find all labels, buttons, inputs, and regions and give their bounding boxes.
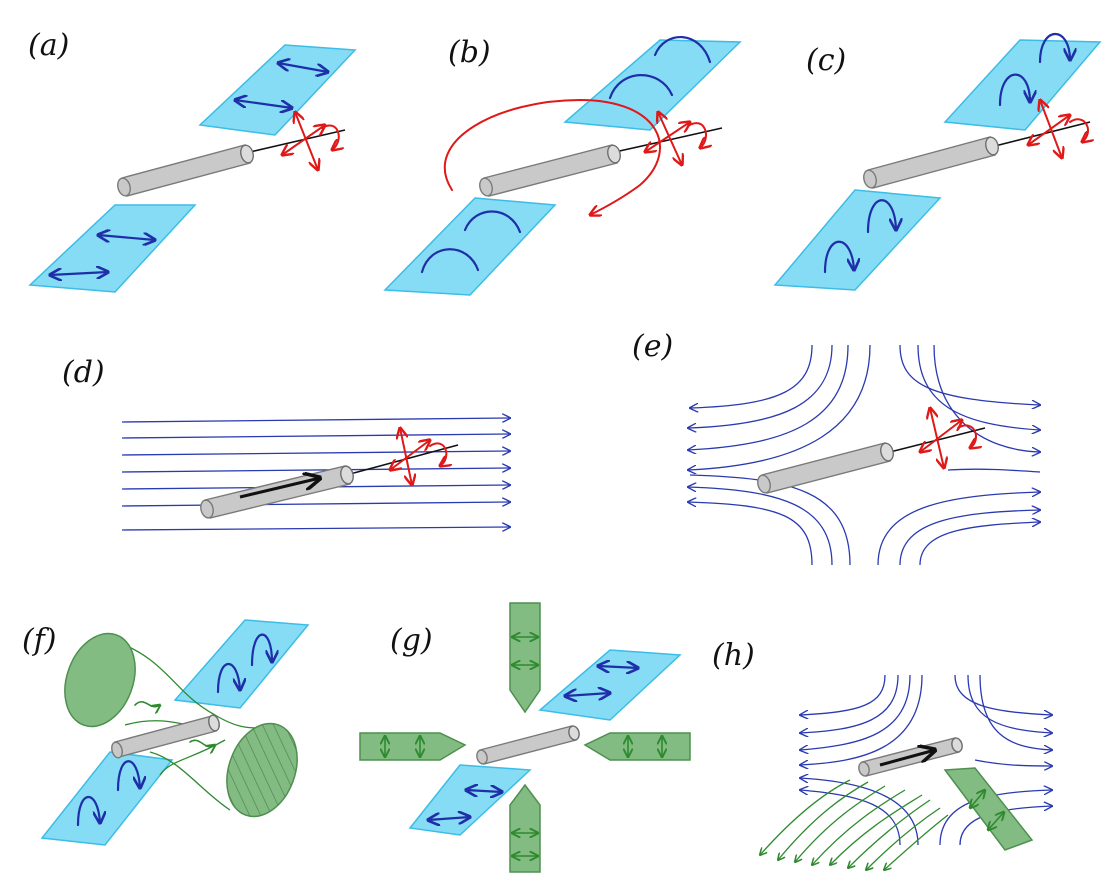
lower-sheet [28,204,197,293]
panel-label-b: (b) [448,35,491,70]
panel-label-g: (g) [390,623,433,658]
green-sheet-left [359,732,467,761]
arc-arrow-icon [420,248,480,274]
gray-cylinder-rod-icon [476,725,580,765]
green-double-arrow-icon [970,790,985,808]
panel-label-h: (h) [712,638,755,673]
panel-b [383,36,742,296]
double-arrow-icon [428,817,470,820]
double-arrow-icon [98,235,155,240]
black-direction-arrow [239,478,320,499]
panel-label-c: (c) [806,43,846,78]
strain-flow-lines [800,674,1052,846]
lower-sheet [773,189,942,291]
arc-arrow-icon [608,74,674,100]
panel-label-e: (e) [632,329,673,364]
arc-arrow-icon [653,36,712,64]
arc-arrow-icon [216,662,240,694]
arc-arrow-icon [76,795,100,827]
gray-cylinder-rod-icon [200,465,354,519]
green-double-arrow-icon [988,812,1004,830]
upper-sheet [538,649,682,721]
panel-e [688,344,1040,566]
upper-sheet [563,39,742,131]
double-arrow-icon [278,63,328,72]
panel-g [359,602,691,873]
green-disk-left [64,632,136,728]
upper-sheet [943,39,1102,131]
gray-cylinder-rod-icon [479,144,621,197]
panel-a [28,44,357,293]
double-arrow-icon [50,272,108,275]
green-sheet-right [583,732,691,761]
green-sheet [943,767,1034,851]
gray-cylinder-rod-icon [111,714,220,759]
panel-label-d: (d) [62,355,105,390]
lower-sheet [383,197,557,296]
double-arrow-icon [598,666,638,668]
hatch-pattern [226,723,298,817]
wavy-green-arrow [189,739,215,746]
strain-flow-lines [688,344,1040,566]
panel-f [40,619,310,846]
red-rotation-axes-icon [645,112,706,165]
arc-arrow-icon [1038,33,1070,64]
red-rotation-axes-icon [1028,100,1088,158]
lower-sheet [40,751,174,846]
arc-arrow-icon [866,199,896,234]
arc-arrow-icon [250,633,272,667]
double-arrow-icon [466,790,502,792]
double-arrow-icon [565,693,610,696]
arc-arrow-icon [998,73,1030,107]
green-streamlines [760,779,949,870]
upper-sheet [198,44,357,136]
black-direction-arrow [879,750,935,767]
double-arrow-icon [235,100,292,108]
wavy-green-arrow [134,700,160,707]
upper-sheet [173,619,310,709]
panel-label-f: (f) [22,623,57,658]
green-sheet-top [509,602,541,714]
funnel-outline [107,637,281,729]
panel-label-a: (a) [28,28,69,63]
panel-d [121,418,510,530]
arc-arrow-icon [463,210,522,234]
green-sheet-bottom [509,783,541,873]
panel-h [760,674,1052,870]
uniform-flow-lines [121,418,510,530]
red-rotation-axes-icon [390,428,446,485]
gray-cylinder-rod-icon [757,442,894,494]
red-rotation-axes-icon [920,408,976,468]
gray-cylinder-rod-icon [117,144,254,197]
gray-cylinder-rod-icon [863,136,999,189]
arc-arrow-icon [823,240,854,274]
red-rotation-axes-icon [282,112,339,170]
panel-c [773,33,1102,291]
arc-arrow-icon [116,760,140,792]
red-circulation-loop [444,98,661,215]
